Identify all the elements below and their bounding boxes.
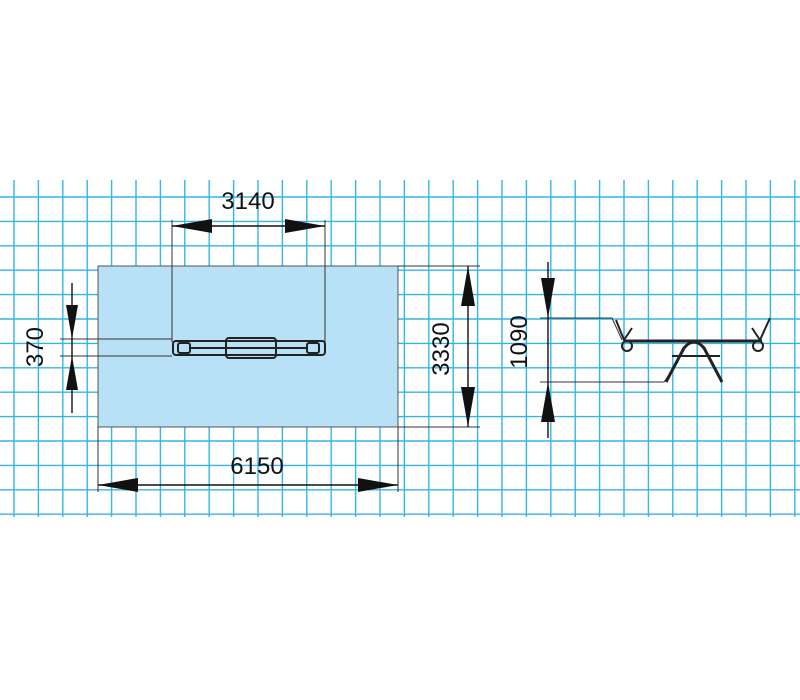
dimension-label-total-depth: 3330 (428, 322, 455, 375)
dimension-label-side-height: 1090 (506, 315, 533, 368)
safety-zone-area (97, 265, 399, 428)
seesaw-side-view (540, 317, 771, 383)
dimension-total-depth: 3330 (428, 266, 475, 427)
dimension-side-height: 1090 (506, 262, 555, 438)
extension-lines (60, 265, 480, 492)
dimension-total-width: 6150 (98, 453, 398, 492)
dimension-top-width: 3140 (172, 188, 325, 233)
seesaw-top-view (171, 220, 326, 359)
dimension-left-height: 370 (22, 283, 78, 413)
dimension-label-top-width: 3140 (221, 188, 274, 215)
dimension-label-total-width: 6150 (230, 453, 283, 480)
dimension-label-left-height: 370 (22, 327, 49, 367)
